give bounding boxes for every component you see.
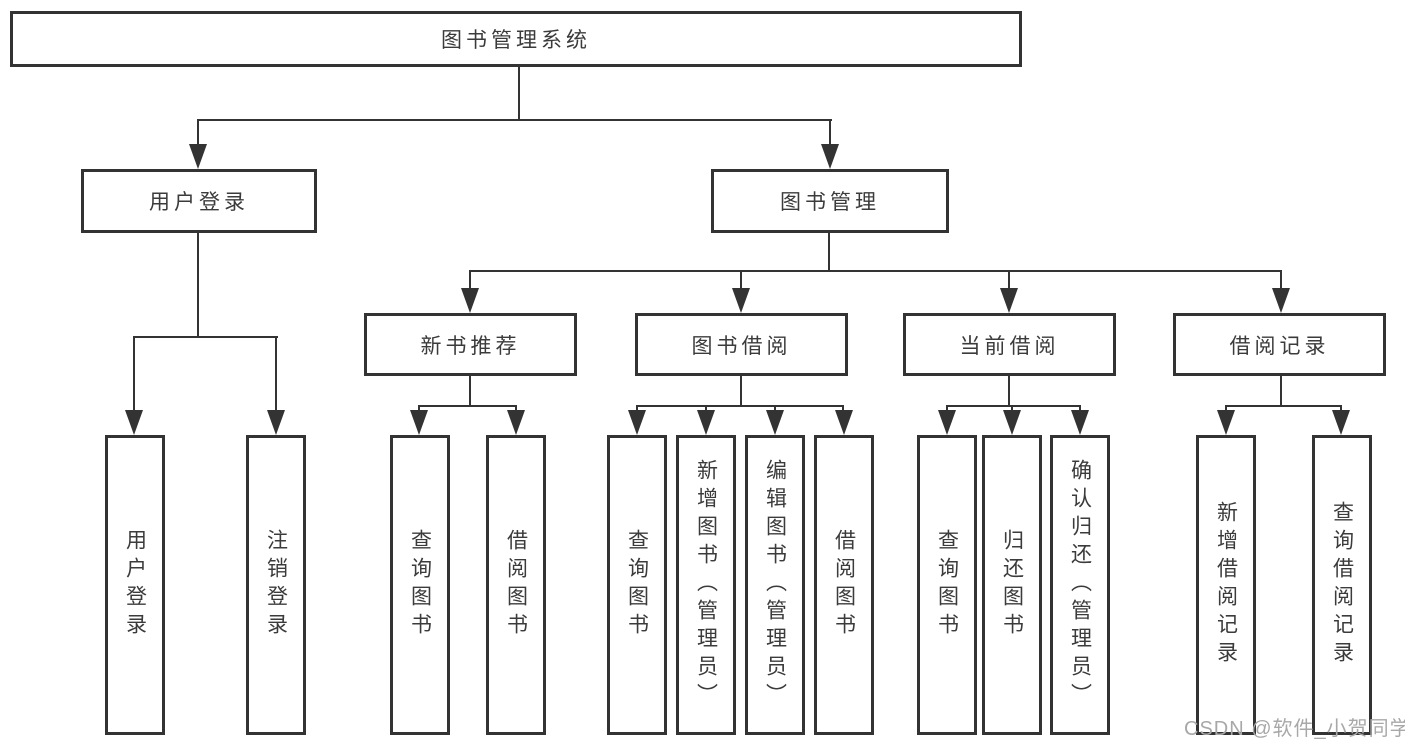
connector-line: [740, 270, 742, 290]
connector-arrow: [507, 410, 525, 435]
node-user-login: 用户登录: [81, 169, 317, 233]
node-current-borrow: 当前借阅: [903, 313, 1116, 376]
node-query-books-current: 查询图书: [917, 435, 977, 735]
connector-line: [469, 376, 471, 407]
connector-arrow: [189, 144, 207, 169]
connector-line: [1280, 376, 1282, 407]
connector-arrow: [125, 410, 143, 435]
connector-line: [705, 405, 707, 413]
node-book-borrow-label: 图书借阅: [691, 334, 792, 358]
node-add-book-admin-label: 新增图书（管理员）: [694, 459, 718, 711]
connector-line: [636, 405, 844, 407]
connector-arrow: [821, 144, 839, 169]
connector-line: [1079, 405, 1081, 413]
connector-line: [275, 336, 277, 413]
connector-line: [842, 405, 844, 413]
node-add-borrow-record: 新增借阅记录: [1196, 435, 1256, 735]
node-confirm-return-admin-label: 确认归还（管理员）: [1068, 459, 1092, 711]
node-user-login-label: 用户登录: [149, 191, 249, 214]
connector-line: [197, 233, 199, 338]
connector-line: [946, 405, 1081, 407]
node-add-borrow-record-label: 新增借阅记录: [1214, 501, 1238, 669]
node-query-books-recommend: 查询图书: [390, 435, 450, 735]
node-new-book-recommend-label: 新书推荐: [420, 334, 521, 358]
node-query-books-borrow-label: 查询图书: [625, 529, 649, 641]
node-logout: 注销登录: [246, 435, 306, 735]
connector-line: [197, 119, 199, 147]
connector-line: [518, 66, 520, 120]
connector-line: [636, 405, 638, 413]
connector-arrow: [1003, 410, 1021, 435]
node-query-books-borrow: 查询图书: [607, 435, 667, 735]
node-query-books-current-label: 查询图书: [935, 529, 959, 641]
node-new-book-recommend: 新书推荐: [364, 313, 577, 376]
connector-arrow: [1217, 410, 1235, 435]
connector-arrow: [766, 410, 784, 435]
node-library-system-label: 图书管理系统: [441, 29, 591, 52]
connector-line: [828, 233, 830, 272]
node-borrow-books-leaf-label: 借阅图书: [832, 529, 856, 641]
connector-line: [469, 270, 471, 290]
node-book-management-label: 图书管理: [780, 191, 880, 214]
node-borrow-records-label: 借阅记录: [1229, 334, 1330, 358]
connector-arrow: [732, 288, 750, 313]
node-query-books-recommend-label: 查询图书: [408, 529, 432, 641]
connector-arrow: [267, 410, 285, 435]
connector-line: [418, 405, 420, 413]
node-add-book-admin: 新增图书（管理员）: [676, 435, 736, 735]
connector-line: [1225, 405, 1342, 407]
node-book-management: 图书管理: [711, 169, 949, 233]
node-borrow-records: 借阅记录: [1173, 313, 1386, 376]
connector-line: [740, 376, 742, 407]
node-borrow-books-leaf: 借阅图书: [814, 435, 874, 735]
connector-arrow: [835, 410, 853, 435]
node-borrow-books-recommend: 借阅图书: [486, 435, 546, 735]
node-user-login-leaf-label: 用户登录: [123, 529, 147, 641]
node-library-system: 图书管理系统: [10, 11, 1022, 67]
node-edit-book-admin: 编辑图书（管理员）: [745, 435, 805, 735]
connector-arrow: [1272, 288, 1290, 313]
connector-line: [1280, 270, 1282, 290]
connector-arrow: [1000, 288, 1018, 313]
connector-line: [133, 336, 278, 338]
node-borrow-books-recommend-label: 借阅图书: [504, 529, 528, 641]
connector-line: [1011, 405, 1013, 413]
connector-line: [829, 119, 831, 147]
connector-arrow: [938, 410, 956, 435]
connector-line: [774, 405, 776, 413]
connector-line: [1225, 405, 1227, 413]
watermark: CSDN @软件_小贺同学: [1184, 718, 1405, 740]
node-return-books: 归还图书: [982, 435, 1042, 735]
node-return-books-label: 归还图书: [1000, 529, 1024, 641]
node-query-borrow-record: 查询借阅记录: [1312, 435, 1372, 735]
connector-arrow: [461, 288, 479, 313]
node-logout-label: 注销登录: [264, 529, 288, 641]
connector-line: [469, 270, 1282, 272]
connector-arrow: [410, 410, 428, 435]
node-book-borrow: 图书借阅: [635, 313, 848, 376]
node-user-login-leaf: 用户登录: [105, 435, 165, 735]
connector-arrow: [1071, 410, 1089, 435]
node-query-borrow-record-label: 查询借阅记录: [1330, 501, 1354, 669]
node-edit-book-admin-label: 编辑图书（管理员）: [763, 459, 787, 711]
connector-line: [197, 119, 832, 121]
connector-line: [133, 336, 135, 413]
connector-arrow: [628, 410, 646, 435]
node-current-borrow-label: 当前借阅: [959, 334, 1060, 358]
connector-line: [1008, 376, 1010, 407]
connector-line: [418, 405, 517, 407]
connector-line: [515, 405, 517, 413]
connector-arrow: [1332, 410, 1350, 435]
node-confirm-return-admin: 确认归还（管理员）: [1050, 435, 1110, 735]
connector-line: [946, 405, 948, 413]
connector-line: [1340, 405, 1342, 413]
connector-arrow: [697, 410, 715, 435]
connector-line: [1008, 270, 1010, 290]
